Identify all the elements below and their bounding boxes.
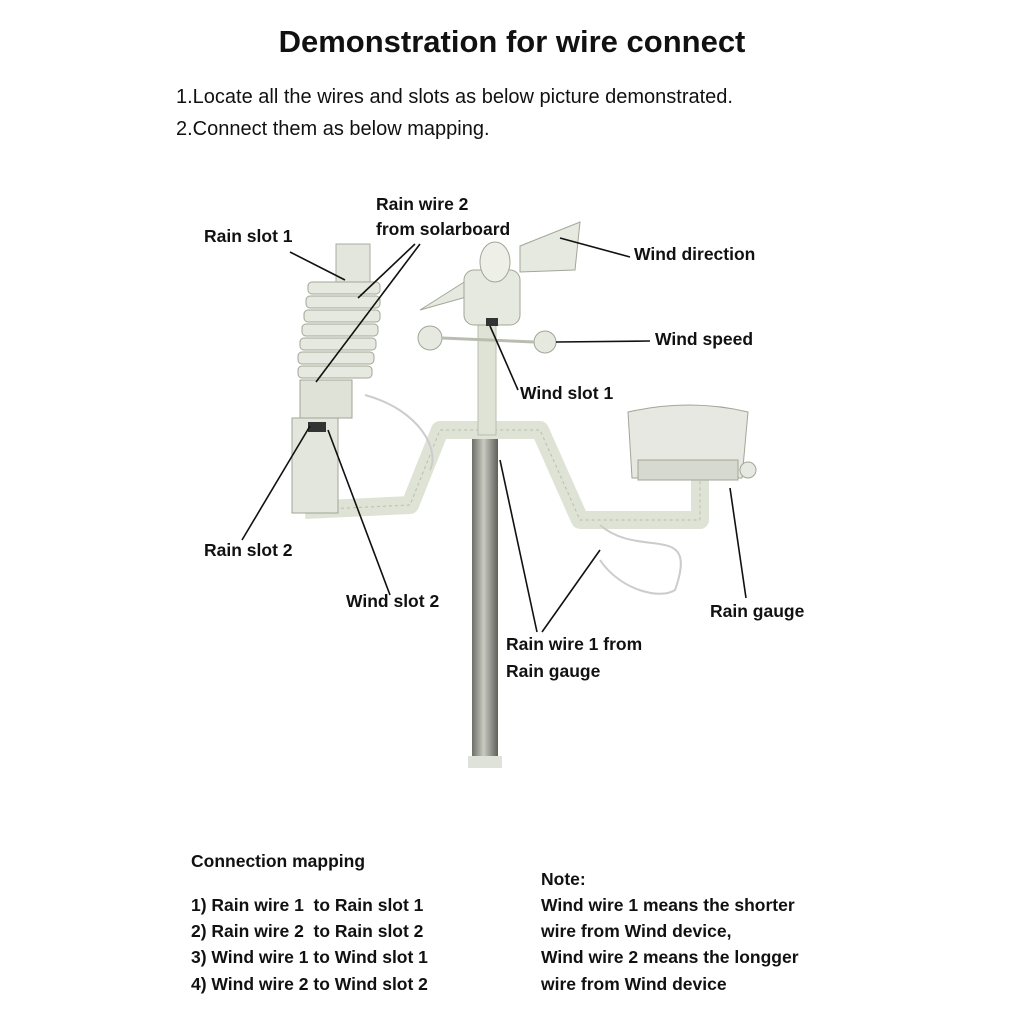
mapping-item: 2) Rain wire 2 to Rain slot 2 [191,921,424,941]
label-rain-wire-1-sub: Rain gauge [506,661,601,681]
note-line: wire from Wind device, [541,921,732,941]
note-line: wire from Wind device [541,974,727,994]
mapping-item: 4) Wind wire 2 to Wind slot 2 [191,974,428,994]
instruction-1: 1.Locate all the wires and slots as belo… [176,86,733,108]
mapping-item: 1) Rain wire 1 to Rain slot 1 [191,895,424,915]
rain-gauge-device [627,404,757,481]
wind-sensor-device [417,221,581,354]
leader-lines [241,237,747,633]
label-wind-speed: Wind speed [655,329,754,349]
page-title: Demonstration for wire connect [278,24,746,59]
sensor-housing [291,243,381,514]
label-rain-slot-2: Rain slot 2 [204,540,293,560]
label-wind-slot-1: Wind slot 1 [520,383,614,403]
label-wind-direction: Wind direction [634,244,756,264]
mapping-item: 3) Wind wire 1 to Wind slot 1 [191,947,428,967]
mounting-pole [472,428,498,764]
note-heading: Note: [541,869,586,889]
note-line: Wind wire 1 means the shorter [541,895,795,915]
label-rain-gauge: Rain gauge [710,601,805,621]
label-rain-slot-1: Rain slot 1 [204,226,293,246]
label-rain-wire-2-sub: from solarboard [376,219,511,239]
mapping-heading: Connection mapping [191,851,366,871]
label-rain-wire-1: Rain wire 1 from [506,634,643,654]
label-rain-wire-2: Rain wire 2 [376,194,469,214]
instruction-2: 2.Connect them as below mapping. [176,118,490,140]
note-line: Wind wire 2 means the longger [541,947,799,967]
label-wind-slot-2: Wind slot 2 [346,591,440,611]
